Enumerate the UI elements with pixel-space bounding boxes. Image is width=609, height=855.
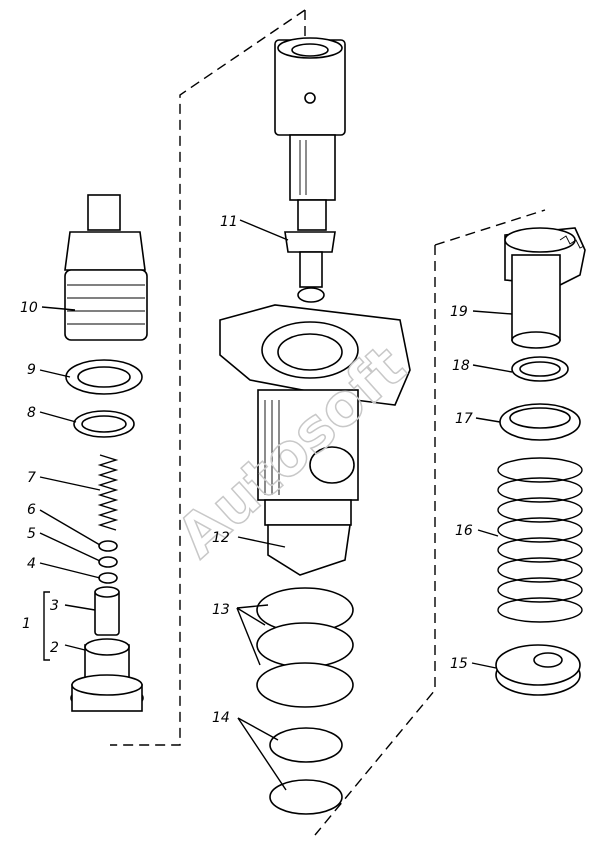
leader-lines	[39, 219, 513, 791]
label-17: 17	[455, 411, 473, 427]
label-2: 2	[50, 640, 59, 656]
label-12: 12	[212, 530, 230, 546]
circlip-part-18	[511, 356, 569, 382]
lower-spring-plate-part-15	[495, 644, 581, 696]
label-1: 1	[22, 616, 31, 632]
part-labels: 1 2 3 4 5 6 7 8 9 10 11 12 13 14 15 16 1…	[20, 214, 473, 726]
fitting-part-10	[64, 194, 148, 341]
label-6: 6	[27, 502, 36, 518]
small-rings-parts-4-6	[98, 540, 118, 584]
barrel-part-12	[219, 304, 411, 576]
label-14: 14	[212, 710, 230, 726]
label-4: 4	[27, 556, 36, 572]
spring-plate-part-17	[499, 403, 581, 441]
valve-seat-part-2	[70, 638, 144, 712]
label-7: 7	[27, 470, 36, 486]
label-10: 10	[20, 300, 38, 316]
washer-part-9	[65, 359, 143, 395]
label-8: 8	[27, 405, 36, 421]
washer-part-8	[73, 410, 135, 438]
label-18: 18	[452, 358, 470, 374]
assembly-guide-lines	[110, 9, 546, 836]
label-13: 13	[212, 602, 230, 618]
seal-rings-part-13	[256, 587, 354, 708]
seal-rings-part-14	[269, 727, 343, 815]
control-sleeve-part-19	[504, 227, 586, 349]
label-11: 11	[220, 214, 238, 230]
plunger-spring-part-16	[497, 457, 583, 623]
label-16: 16	[455, 523, 473, 539]
label-5: 5	[27, 526, 36, 542]
label-9: 9	[27, 362, 36, 378]
label-19: 19	[450, 304, 468, 320]
plunger-part-11	[274, 37, 346, 303]
label-3: 3	[50, 598, 59, 614]
spring-part-7	[97, 454, 119, 531]
label-15: 15	[450, 656, 468, 672]
valve-part-3	[94, 586, 120, 636]
